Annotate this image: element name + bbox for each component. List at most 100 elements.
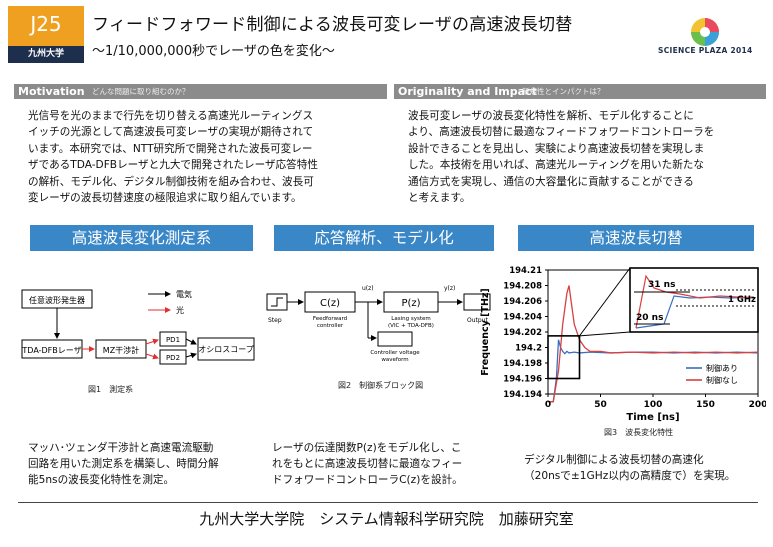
- text-line: と考えます。: [408, 192, 471, 205]
- x-tick-label: 50: [594, 400, 607, 410]
- legend-electric: 電気: [176, 289, 192, 299]
- y-tick-label: 194.208: [503, 282, 542, 292]
- motivation-bar: Motivation どんな問題に取り組むのか？: [14, 84, 387, 99]
- text-line: より、高速波長切替に最適なフィードフォワードコントローラを: [408, 126, 715, 139]
- cz-sub1: Feedforward: [313, 316, 347, 322]
- text-line: 回路を用いた測定系を構築し、時間分解: [28, 458, 219, 470]
- awg-label: 任意波形発生器: [29, 295, 85, 305]
- wavelength-chart: 194.21 194.208 194.206 194.204 194.202 194.2 1…: [480, 266, 766, 422]
- y-tick-label: 194.204: [503, 313, 542, 323]
- scope-label: オシロスコープ: [198, 345, 254, 354]
- x-tick-label: 0: [545, 400, 551, 410]
- text-line: 通信方式を実現し、通信の大容量化に貢献することができる: [408, 175, 694, 188]
- voltage-scope-block: [377, 331, 413, 347]
- legend-light: 光: [176, 305, 184, 315]
- cz-label: C(z): [320, 298, 340, 309]
- text-line: した。本技術を用いれば、高速光ルーティングを用いた新たな: [408, 159, 704, 172]
- poster-subtitle: 〜1/10,000,000秒でレーザの色を変化〜: [92, 44, 335, 59]
- y-tick-label: 194.2: [515, 344, 542, 354]
- heading-measure: 高速波長変化測定系: [30, 225, 253, 251]
- science-plaza-logo-icon: [691, 18, 719, 46]
- footer-affiliation: 九州大学大学院 システム情報科学研究院 加藤研究室: [199, 510, 574, 528]
- mz-box: [95, 339, 147, 359]
- text-line: れをもとに高速波長切替に最適なフィー: [272, 458, 463, 470]
- x-tick-label: 150: [696, 400, 715, 410]
- inset-series-2: [635, 274, 755, 329]
- text-line: います。本研究では、NTT研究所で開発された波長可変レー: [28, 142, 313, 155]
- inset-label-20ns: 20 ns: [636, 313, 663, 323]
- pd2-label: PD2: [166, 354, 180, 362]
- y-tick-label: 194.196: [503, 375, 542, 385]
- inset-series-1: [635, 295, 755, 329]
- x-axis-label: Time [ns]: [626, 412, 679, 422]
- originality-title: Originality and Impact: [398, 85, 537, 98]
- text-line: 光信号を光のままで行先を切り替える高速光ルーティングス: [28, 110, 314, 122]
- badge-id: J25: [30, 12, 62, 36]
- measure-summary: マッハ･ツェンダ干渉計と高速電流駆動 回路を用いた測定系を構築し、時間分解 能5…: [28, 440, 258, 488]
- originality-text: 波長可変レーザの波長変化特性を解析、モデル化することに より、高速波長切替に最適…: [408, 108, 766, 206]
- pd1-label: PD1: [166, 336, 180, 344]
- pz-sub2: (VIC + TDA-DFB): [388, 323, 434, 329]
- poster-badge: J25 九州大学: [8, 6, 84, 63]
- mz-label: MZ干渉計: [103, 345, 139, 355]
- logo-text: SCIENCE PLAZA 2014: [658, 46, 753, 55]
- heading-switch: 高速波長切替: [518, 225, 754, 251]
- y-tick-label: 194.194: [503, 390, 542, 400]
- inset-label-1ghz: 1 GHz: [728, 295, 756, 305]
- pz-sub1: Lasing system: [391, 316, 430, 322]
- fig3-caption: 図3 波長変化特性: [604, 428, 674, 437]
- laser-label: TDA-DFBレーザ: [21, 346, 81, 355]
- poster-title: フィードフォワード制御による波長可変レーザの高速波長切替: [92, 15, 573, 35]
- series-line-2: [548, 285, 759, 403]
- zoom-connector: [579, 331, 631, 337]
- yz-label: y(z): [444, 285, 455, 292]
- text-line: の解析、モデル化、デジタル制御技術を組み合わせ、波長可: [28, 175, 314, 188]
- y-tick-label: 194.198: [503, 359, 542, 369]
- footer-divider: [18, 502, 758, 503]
- text-line: イッチの光源として高速波長可変レーザの実現が期待されて: [28, 126, 314, 139]
- zoom-region: [547, 335, 581, 380]
- control-block-diagram: Step C(z) Feedforward controller u(z) P(…: [266, 285, 491, 363]
- x-tick-label: 100: [644, 400, 663, 410]
- heading-model: 応答解析、モデル化: [274, 225, 494, 251]
- scope-box: [197, 337, 255, 361]
- legend-label-1: 制御あり: [706, 363, 738, 373]
- cv-label-1: Controller voltage: [370, 350, 420, 356]
- switch-summary: デジタル制御による波長切替の高速化 （20nsで±1GHz以内の高精度で）を実現…: [524, 452, 764, 484]
- uz-label: u(z): [362, 285, 374, 292]
- x-tick-label: 200: [749, 400, 766, 410]
- step-label: Step: [268, 317, 282, 324]
- text-line: 設計できることを見出し、実験により高速波長切替を実現しま: [408, 142, 705, 155]
- fig2-caption: 図2 制御系ブロック図: [338, 381, 424, 390]
- pz-label: P(z): [401, 298, 420, 309]
- output-label: Output: [467, 317, 488, 324]
- text-line: 変レーザの波長切替速度の極限追求に取り組んでいます。: [28, 192, 302, 205]
- text-line: ザであるTDA-DFBレーザと九大で開発されたレーザ応答特性: [28, 159, 318, 172]
- text-line: （20nsで±1GHz以内の高精度で）を実現。: [524, 470, 736, 482]
- y-tick-label: 194.206: [503, 297, 542, 307]
- text-line: ドフォワードコントローラC(z)を設計。: [272, 474, 463, 486]
- model-summary: レーザの伝達関数P(z)をモデル化し、こ れをもとに高速波長切替に最適なフィー …: [272, 440, 504, 488]
- legend-label-2: 制御なし: [706, 375, 738, 385]
- header: J25 九州大学 フィードフォワード制御による波長可変レーザの高速波長切替 〜1…: [0, 0, 773, 72]
- cz-sub2: controller: [317, 323, 344, 329]
- y-axis-label: Frequency [THz]: [480, 288, 491, 376]
- motivation-title: Motivation: [18, 85, 85, 98]
- motivation-text: 光信号を光のままで行先を切り替える高速光ルーティングス イッチの光源として高速波…: [28, 108, 390, 206]
- text-line: マッハ･ツェンダ干渉計と高速電流駆動: [28, 442, 214, 454]
- cv-label-2: waveform: [381, 357, 408, 363]
- text-line: デジタル制御による波長切替の高速化: [524, 454, 704, 466]
- text-line: 能5nsの波長変化特性を測定。: [28, 474, 175, 486]
- zoom-connector: [579, 267, 631, 337]
- fig1-caption: 図1 測定系: [88, 385, 134, 394]
- badge-university: 九州大学: [8, 46, 84, 63]
- y-tick-label: 194.202: [503, 328, 542, 338]
- measurement-setup-diagram: 任意波形発生器 TDA-DFBレーザ MZ干渉計 PD1 PD2 オシロスコープ…: [21, 289, 255, 365]
- y-tick-label: 194.21: [509, 266, 542, 276]
- motivation-sub: どんな問題に取り組むのか？: [92, 87, 190, 96]
- text-line: レーザの伝達関数P(z)をモデル化し、こ: [272, 442, 462, 454]
- zoom-inset: [629, 267, 759, 333]
- originality-sub: 新規性とインパクトは？: [522, 87, 605, 96]
- text-line: 波長可変レーザの波長変化特性を解析、モデル化することに: [408, 110, 694, 122]
- inset-label-31ns: 31 ns: [648, 280, 675, 290]
